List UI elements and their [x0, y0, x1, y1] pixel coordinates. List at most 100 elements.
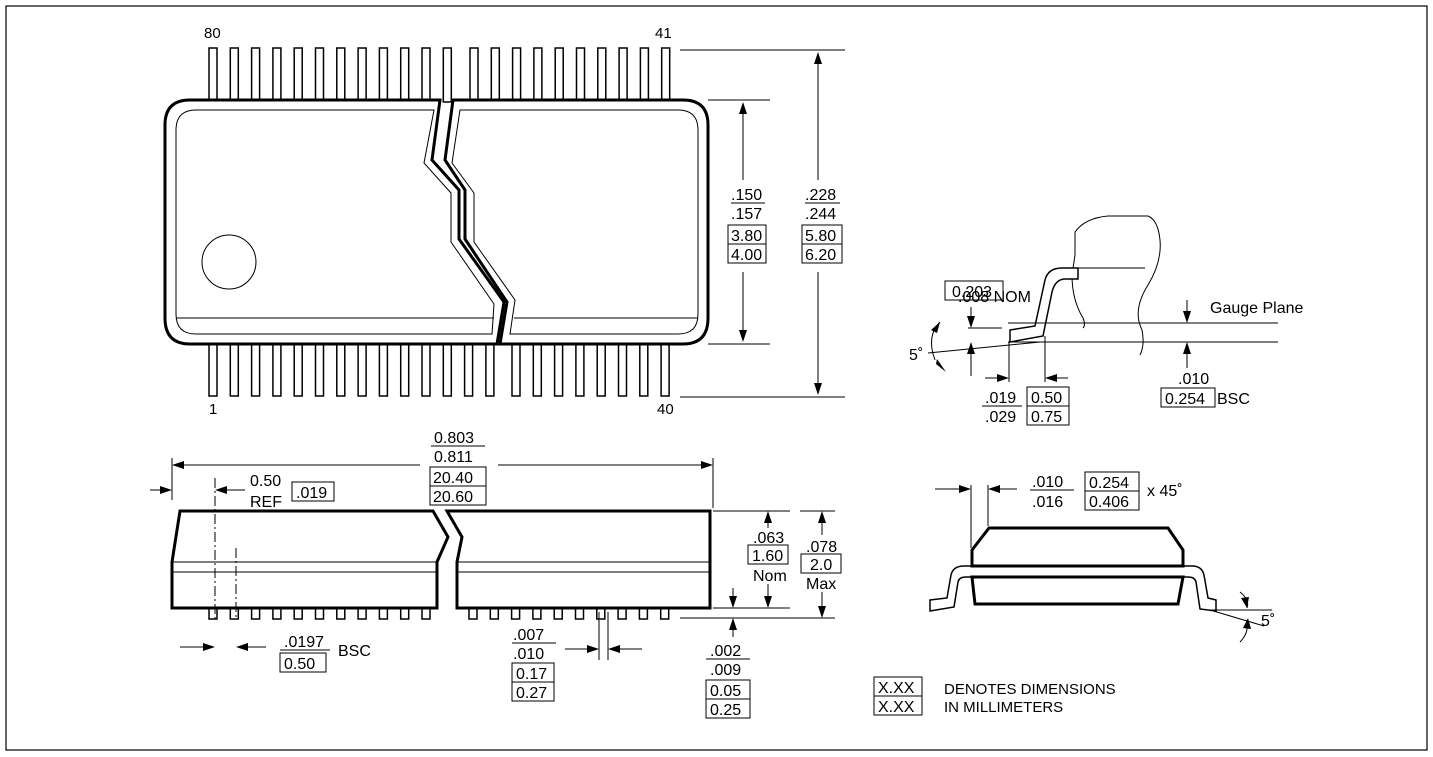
lead-bottom: [208, 341, 218, 397]
lead-bottom: [463, 341, 474, 397]
lead-bottom: [485, 341, 495, 397]
lead-top: [378, 47, 389, 103]
lead-width-in-max: .010: [513, 646, 544, 663]
lead-detail-view: .008 NOM 0.203 Gauge Plane .010 0.254 BS…: [909, 215, 1304, 426]
lead-bottom: [575, 341, 585, 397]
gauge-bsc-label: BSC: [1217, 391, 1250, 408]
lead-bottom: [532, 341, 543, 397]
pin-41-label: 41: [655, 25, 672, 42]
pitch-in: .0197: [284, 634, 324, 651]
top-view: 80 41 1 40 .150 .157 3.80 4.00 .228 .244…: [163, 25, 845, 418]
standoff-mm-max: 0.25: [710, 702, 741, 719]
height-max-in: .078: [806, 539, 837, 556]
pin-40-label: 40: [657, 401, 674, 418]
legend-box-bottom: X.XX: [878, 699, 915, 716]
lead-top: [618, 47, 628, 103]
pin-1-label: 1: [209, 401, 217, 418]
lead-width-in-min: .007: [513, 627, 544, 644]
lead-bottom: [511, 341, 521, 397]
foot-mm-max: 0.75: [1031, 409, 1062, 426]
overall-width-in-max: .228: [805, 187, 836, 204]
lead-top: [399, 47, 410, 103]
height-max-label: Max: [806, 576, 836, 593]
ref-box-value: .019: [296, 485, 327, 502]
lead-top: [660, 47, 671, 103]
gauge-mm: 0.254: [1165, 391, 1205, 408]
lead-bottom: [378, 341, 389, 397]
lead-top: [314, 47, 325, 103]
chamfer-suffix: x 45˚: [1147, 483, 1183, 500]
dimension-legend: X.XX X.XX DENOTES DIMENSIONS IN MILLIMET…: [873, 676, 1116, 716]
lead-top: [511, 47, 522, 103]
lead-bottom: [660, 341, 670, 397]
standoff-in-min: .002: [710, 643, 741, 660]
height-nom-in: .063: [753, 530, 784, 547]
height-nom-label: Nom: [753, 568, 787, 585]
chamfer-in-max: .016: [1032, 494, 1063, 511]
end-view: .010 .016 0.254 0.406 x 45˚ 5˚: [929, 471, 1275, 643]
height-nom-mm: 1.60: [752, 548, 783, 565]
lead-thickness-in: .008 NOM: [958, 289, 1031, 306]
lead-bottom: [442, 341, 453, 397]
lead-bottom: [272, 341, 282, 397]
lead-bottom: [553, 341, 564, 397]
lead-top: [442, 47, 453, 103]
length-in-max: 0.811: [434, 449, 473, 466]
legend-line-2: IN MILLIMETERS: [944, 699, 1063, 716]
lead-top: [490, 47, 501, 103]
lead-top: [554, 47, 564, 103]
chamfer-in-min: .010: [1032, 474, 1063, 491]
standoff-mm-min: 0.05: [710, 683, 741, 700]
lead-top: [272, 47, 282, 103]
lead-top: [293, 47, 303, 103]
lead-top: [597, 47, 607, 103]
lead-bottom: [617, 341, 628, 397]
lead-bottom: [357, 341, 367, 397]
lead-top: [639, 47, 650, 103]
body-width-mm-max: 4.00: [731, 247, 762, 264]
lead-top: [575, 47, 586, 103]
body-width-in-max: .150: [731, 187, 762, 204]
lead-bottom: [293, 341, 303, 397]
lead-bottom: [229, 341, 240, 397]
length-mm-max: 20.60: [433, 489, 473, 506]
legend-line-1: DENOTES DIMENSIONS: [944, 681, 1116, 698]
length-mm-min: 20.40: [433, 470, 473, 487]
lead-top: [357, 47, 367, 103]
foot-mm-min: 0.50: [1031, 390, 1062, 407]
length-in-min: 0.803: [434, 430, 474, 447]
lead-bottom: [399, 341, 410, 397]
lead-bottom: [596, 341, 606, 397]
lead-bottom: [639, 341, 649, 397]
top-leads-lower: [208, 341, 670, 397]
side-view: 0.803 0.811 20.40 20.60 0.50 REF .019 .0…: [150, 430, 842, 719]
foot-in-min: .019: [985, 390, 1016, 407]
overall-width-mm-max: 6.20: [805, 247, 836, 264]
ref-value: 0.50: [250, 473, 281, 490]
lead-angle-label: 5˚: [909, 347, 923, 364]
end-angle-label: 5˚: [1261, 613, 1275, 630]
pin1-indicator-circle: [201, 234, 257, 290]
body-width-in-min: .157: [731, 206, 762, 223]
gauge-plane-label: Gauge Plane: [1210, 300, 1304, 317]
body-width-mm-min: 3.80: [731, 228, 762, 245]
lead-width-mm-max: 0.27: [516, 685, 547, 702]
gauge-in: .010: [1178, 371, 1209, 388]
lead-top: [229, 47, 240, 103]
lead-bottom: [250, 341, 261, 397]
lead-bottom: [421, 341, 431, 397]
height-max-mm: 2.0: [810, 557, 832, 574]
pitch-label: BSC: [338, 643, 371, 660]
lead-top: [208, 47, 218, 103]
foot-in-max: .029: [985, 409, 1016, 426]
top-body-left: [163, 98, 506, 346]
lead-top: [469, 47, 479, 103]
lead-thickness-mm: 0.203: [952, 284, 992, 301]
top-body-right: [443, 98, 710, 346]
lead-top: [250, 47, 261, 103]
legend-box-top: X.XX: [878, 680, 915, 697]
lead-top: [336, 47, 346, 103]
pitch-mm: 0.50: [284, 656, 315, 673]
lead-bottom: [336, 341, 346, 397]
